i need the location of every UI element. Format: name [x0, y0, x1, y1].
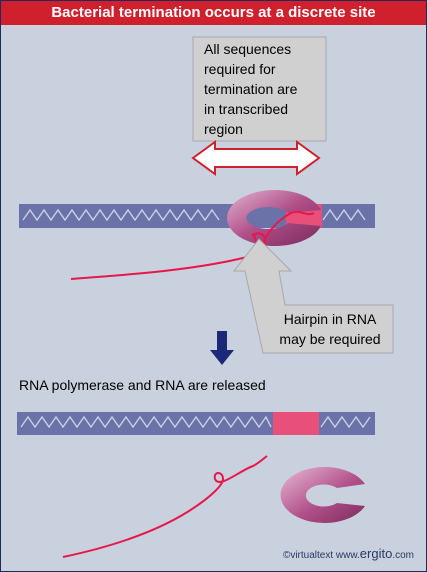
hairpin-pointer-icon [232, 238, 394, 354]
hairpin-line: Hairpin in RNA [283, 311, 377, 327]
callout-line: All sequences [204, 41, 292, 57]
released-polymerase-icon [280, 466, 365, 523]
down-arrow-icon [210, 331, 234, 365]
credit: ©virtualtext www.ergito.com [283, 546, 414, 561]
nascent-rna-icon [70, 210, 315, 280]
rna-polymerase-icon [227, 190, 321, 246]
double-arrow-icon [191, 140, 321, 176]
title-bar: Bacterial termination occurs at a discre… [1, 1, 426, 25]
hairpin-callout-text: Hairpin in RNA may be required [269, 309, 391, 349]
credit-brand: ergito [359, 546, 393, 561]
hairpin-line: may be required [279, 331, 381, 347]
dna-strand-top [19, 204, 375, 228]
callout-line: region [204, 121, 243, 137]
sequence-callout-text: All sequences required for termination a… [204, 39, 324, 139]
credit-suffix: .com [392, 550, 414, 561]
callout-line: required for [204, 61, 276, 77]
dna-strand-bottom [17, 412, 375, 435]
callout-line: in transcribed [204, 101, 289, 117]
released-label: RNA polymerase and RNA are released [19, 377, 266, 393]
callout-line: termination are [204, 81, 298, 97]
released-rna-icon [62, 455, 268, 558]
credit-prefix: ©virtualtext www. [282, 550, 360, 561]
sequence-callout [192, 36, 327, 142]
